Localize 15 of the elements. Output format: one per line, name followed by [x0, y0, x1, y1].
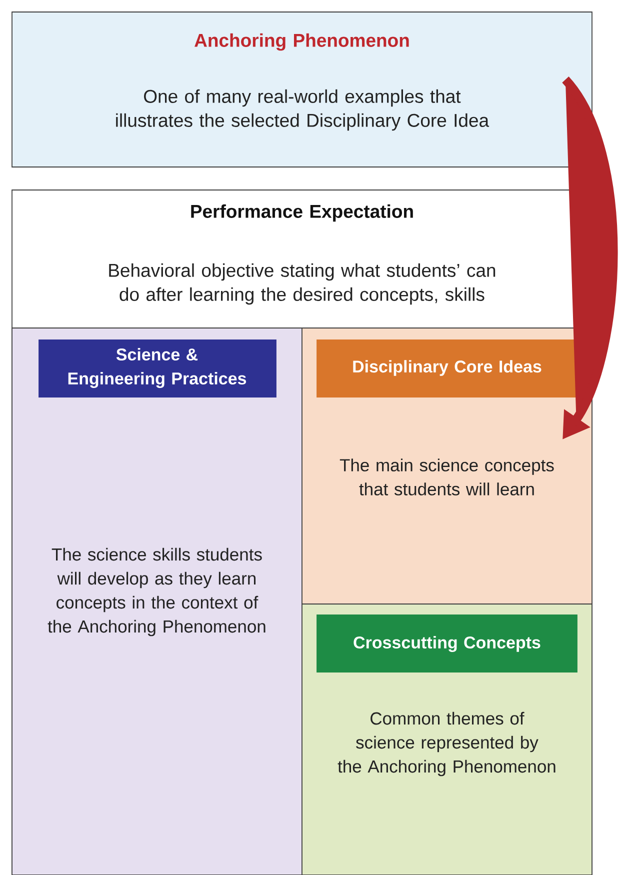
panel-description: Common themes of science represented by the Anchoring Phenomenon — [338, 712, 556, 776]
box-description: Behavioral objective stating what students’ can do after learning the desired concepts, skills — [109, 263, 496, 305]
header-label: Disciplinary Core Ideas — [353, 360, 542, 376]
box-heading: Anchoring Phenomenon — [194, 33, 409, 51]
core-ideas-header — [316, 340, 578, 398]
box-description: One of many real-world examples that illustrates the selected Disciplinary Core Idea — [116, 89, 490, 131]
practices-panel — [12, 328, 302, 875]
panel-description: The science skills students will develop as they learn concepts in the context of the Anchoring Phenomenon — [48, 548, 266, 636]
box-heading: Performance Expectation — [191, 204, 413, 222]
panel-description: The main science concepts that students will learn — [340, 458, 554, 496]
practices-header — [38, 340, 276, 398]
header-label: Science & Engineering Practices — [68, 348, 246, 388]
phenomenon-box — [12, 12, 592, 168]
crosscutting-header — [316, 614, 578, 672]
header-label: Crosscutting Concepts — [354, 636, 540, 652]
